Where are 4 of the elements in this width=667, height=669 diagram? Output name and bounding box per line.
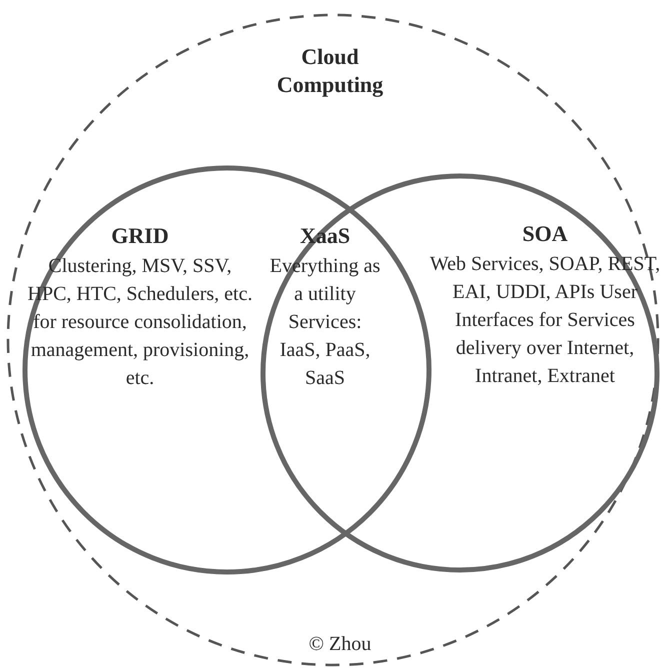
circle-heading: SOA	[521, 220, 569, 248]
copyright-note: © Zhou	[308, 632, 372, 657]
diagram-heading: Cloud Computing	[276, 43, 384, 99]
circle-heading: GRID	[110, 222, 170, 250]
